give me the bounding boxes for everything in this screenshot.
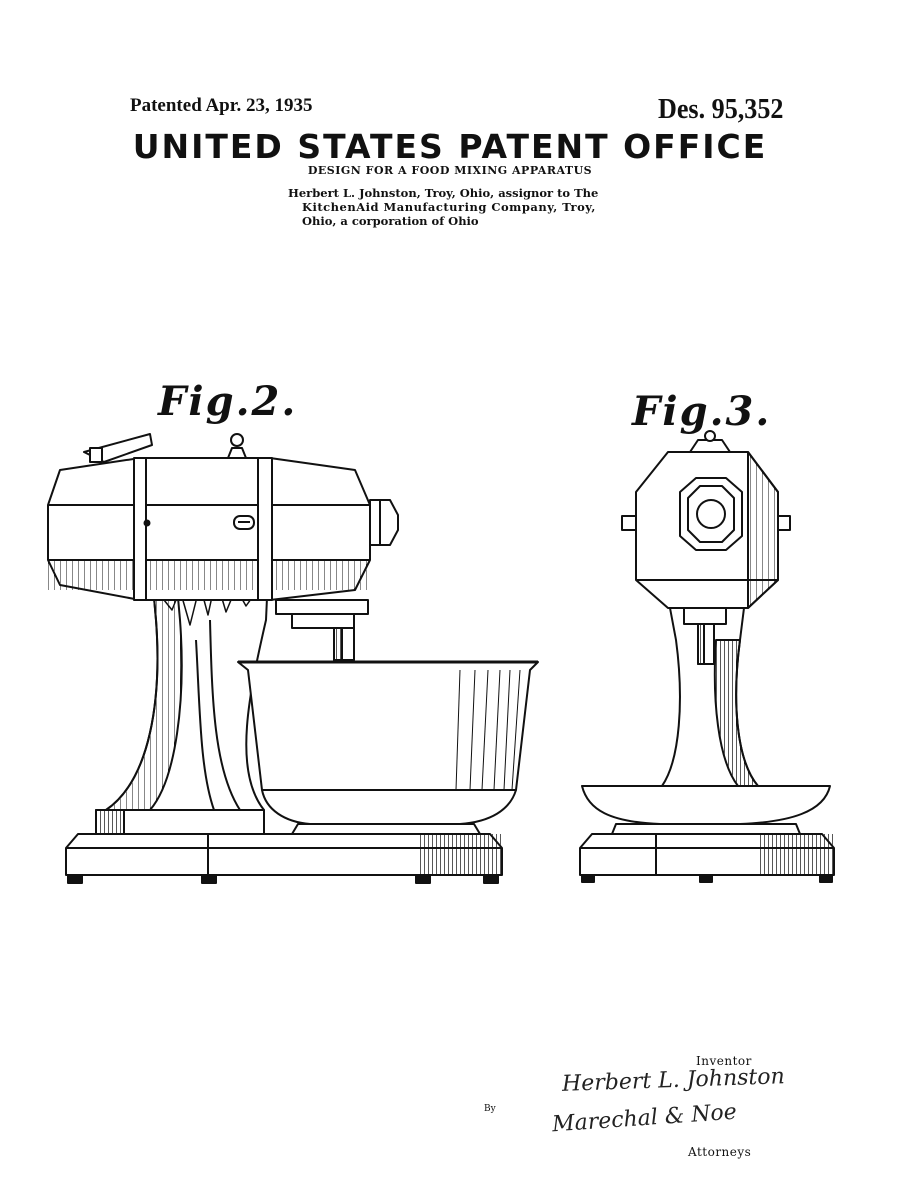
fig2-mixer-side-view xyxy=(47,433,539,884)
assignment-text: Herbert L. Johnston, Troy, Ohio, assigno… xyxy=(288,186,618,228)
assignment-line-1: Herbert L. Johnston, Troy, Ohio, assigno… xyxy=(288,186,599,200)
assignment-line-3: Ohio, a corporation of Ohio xyxy=(302,214,479,228)
figure-2-label: Fig.2. xyxy=(158,378,298,425)
assignment-line-2: KitchenAid Manufacturing Company, Troy, xyxy=(302,200,596,214)
design-number: Des. 95,352 xyxy=(658,93,784,125)
fig3-mixer-front-view xyxy=(579,430,835,883)
inventor-label: Inventor xyxy=(696,1054,752,1068)
office-title: UNITED STATES PATENT OFFICE xyxy=(132,127,768,166)
attorneys-label: Attorneys xyxy=(688,1145,752,1159)
by-label: By xyxy=(484,1104,496,1114)
design-title: DESIGN FOR A FOOD MIXING APPARATUS xyxy=(307,164,593,177)
patent-date: Patented Apr. 23, 1935 xyxy=(130,95,313,116)
figure-3-label: Fig.3. xyxy=(632,388,772,435)
